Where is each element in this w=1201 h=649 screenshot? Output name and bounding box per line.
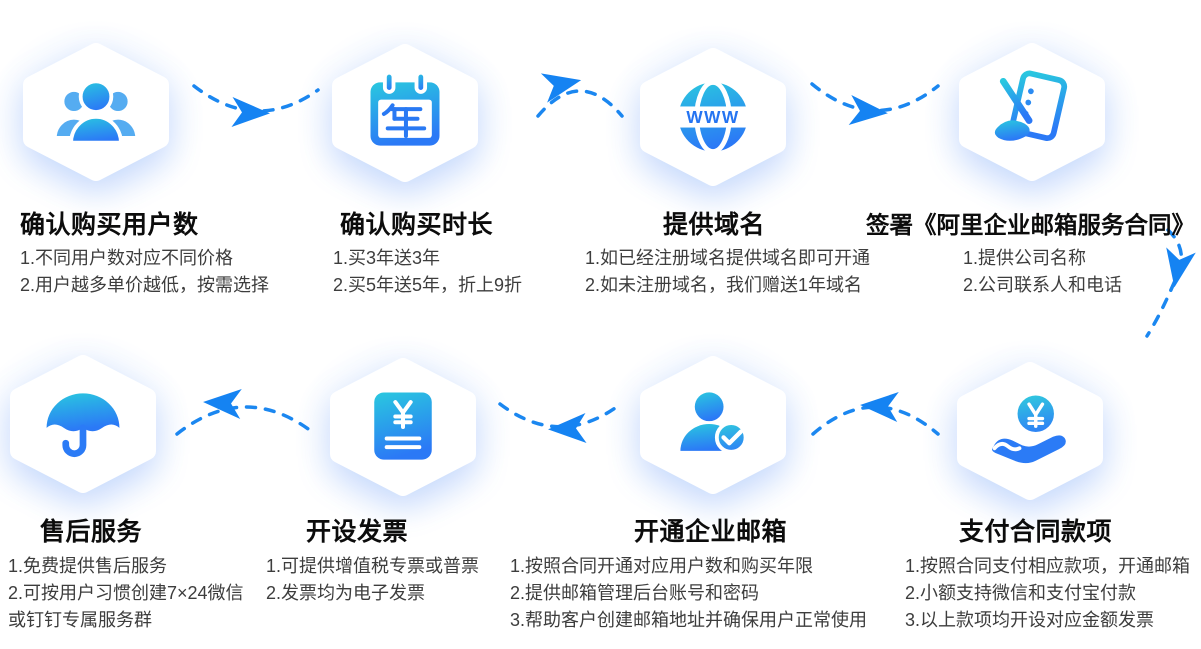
flow-arrow-3-4 — [810, 82, 940, 113]
arrowhead-right-icon — [231, 97, 270, 127]
arrowhead-left-icon — [203, 389, 242, 419]
step1-description: 1.不同用户数对应不同价格 2.用户越多单价越低，按需选择 — [20, 245, 269, 299]
step4-line1: 1.提供公司名称 — [963, 248, 1087, 268]
step1-line1: 1.不同用户数对应不同价格 — [20, 248, 234, 268]
arrowhead-right-icon — [848, 95, 888, 125]
step3-description: 1.如已经注册域名提供域名即可开通 2.如未注册域名，我们赠送1年域名 — [585, 245, 870, 299]
step8-title: 售后服务 — [40, 518, 143, 546]
flow-arrow-1-2 — [192, 84, 320, 113]
step2-line1: 1.买3年送3年 — [333, 248, 441, 268]
step1-title: 确认购买用户数 — [20, 211, 199, 239]
flow-arrow-4-5 — [1145, 228, 1184, 338]
step5-line3: 3.以上款项均开设对应金额发票 — [905, 610, 1155, 630]
step3-line2: 2.如未注册域名，我们赠送1年域名 — [585, 275, 863, 295]
step3-line1: 1.如已经注册域名提供域名即可开通 — [585, 248, 871, 268]
step6-line3: 3.帮助客户创建邮箱地址并确保用户正常使用 — [510, 610, 868, 630]
step8-line3: 或钉钉专属服务群 — [8, 610, 152, 630]
flow-arrow-6-7 — [498, 401, 624, 429]
step7-line1: 1.可提供增值税专票或普票 — [266, 556, 480, 576]
arrowhead-down-icon — [1166, 247, 1196, 288]
user-verified-icon — [667, 379, 759, 471]
step8-hexagon — [3, 354, 163, 494]
step5-line2: 2.小额支持微信和支付宝付款 — [905, 583, 1137, 603]
arrowhead-left-icon — [860, 392, 899, 422]
step5-title: 支付合同款项 — [959, 518, 1113, 546]
step5-hexagon — [950, 361, 1110, 501]
step8-description: 1.免费提供售后服务 2.可按用户习惯创建7×24微信 或钉钉专属服务群 — [8, 553, 244, 634]
step4-title: 签署《阿里企业邮箱服务合同》 — [866, 212, 1195, 238]
step1-line2: 2.用户越多单价越低，按需选择 — [20, 275, 270, 295]
flow-arrow-2-3 — [536, 89, 624, 118]
hand-coin-icon — [984, 385, 1076, 477]
year-glyph — [381, 103, 427, 139]
step1-hexagon — [16, 42, 176, 182]
step6-line2: 2.提供邮箱管理后台账号和密码 — [510, 583, 760, 603]
yuan-symbol — [384, 400, 422, 450]
flow-arrow-5-6 — [811, 405, 940, 436]
step2-line2: 2.买5年送5年，折上9折 — [333, 275, 523, 295]
step4-hexagon — [952, 42, 1112, 182]
step2-hexagon — [325, 43, 485, 183]
step6-description: 1.按照合同开通对应用户数和购买年限 2.提供邮箱管理后台账号和密码 3.帮助客… — [510, 553, 867, 634]
step7-line2: 2.发票均为电子发票 — [266, 583, 426, 603]
step2-description: 1.买3年送3年 2.买5年送5年，折上9折 — [333, 245, 522, 299]
step7-description: 1.可提供增值税专票或普票 2.发票均为电子发票 — [266, 553, 479, 607]
www-globe-icon: WWW — [667, 71, 759, 163]
flow-arrow-7-8 — [175, 405, 317, 436]
step4-line2: 2.公司联系人和电话 — [963, 275, 1123, 295]
check-icon — [721, 429, 743, 446]
umbrella-icon — [37, 378, 129, 470]
step7-title: 开设发票 — [306, 518, 409, 546]
step5-line1: 1.按照合同支付相应款项，开通邮箱 — [905, 556, 1191, 576]
step6-line1: 1.按照合同开通对应用户数和购买年限 — [510, 556, 814, 576]
step4-description: 1.提供公司名称 2.公司联系人和电话 — [963, 245, 1122, 299]
yuan-symbol — [1027, 402, 1045, 428]
step3-title: 提供域名 — [663, 211, 766, 239]
step6-title: 开通企业邮箱 — [634, 518, 788, 546]
step8-line1: 1.免费提供售后服务 — [8, 556, 168, 576]
step6-hexagon — [633, 355, 793, 495]
step5-description: 1.按照合同支付相应款项，开通邮箱 2.小额支持微信和支付宝付款 3.以上款项均… — [905, 553, 1190, 634]
step2-title: 确认购买时长 — [340, 211, 494, 239]
step7-hexagon — [323, 357, 483, 497]
arrowhead-left-icon — [548, 413, 587, 443]
arrowhead-right-icon — [540, 73, 582, 103]
invoice-icon — [357, 381, 449, 473]
step3-hexagon: WWW — [633, 47, 793, 187]
calendar-year-icon — [359, 67, 451, 159]
users-group-icon — [50, 66, 142, 158]
globe-www-label: WWW — [686, 107, 739, 127]
contract-sign-icon — [986, 66, 1078, 158]
step8-line2: 2.可按用户习惯创建7×24微信 — [8, 583, 244, 603]
